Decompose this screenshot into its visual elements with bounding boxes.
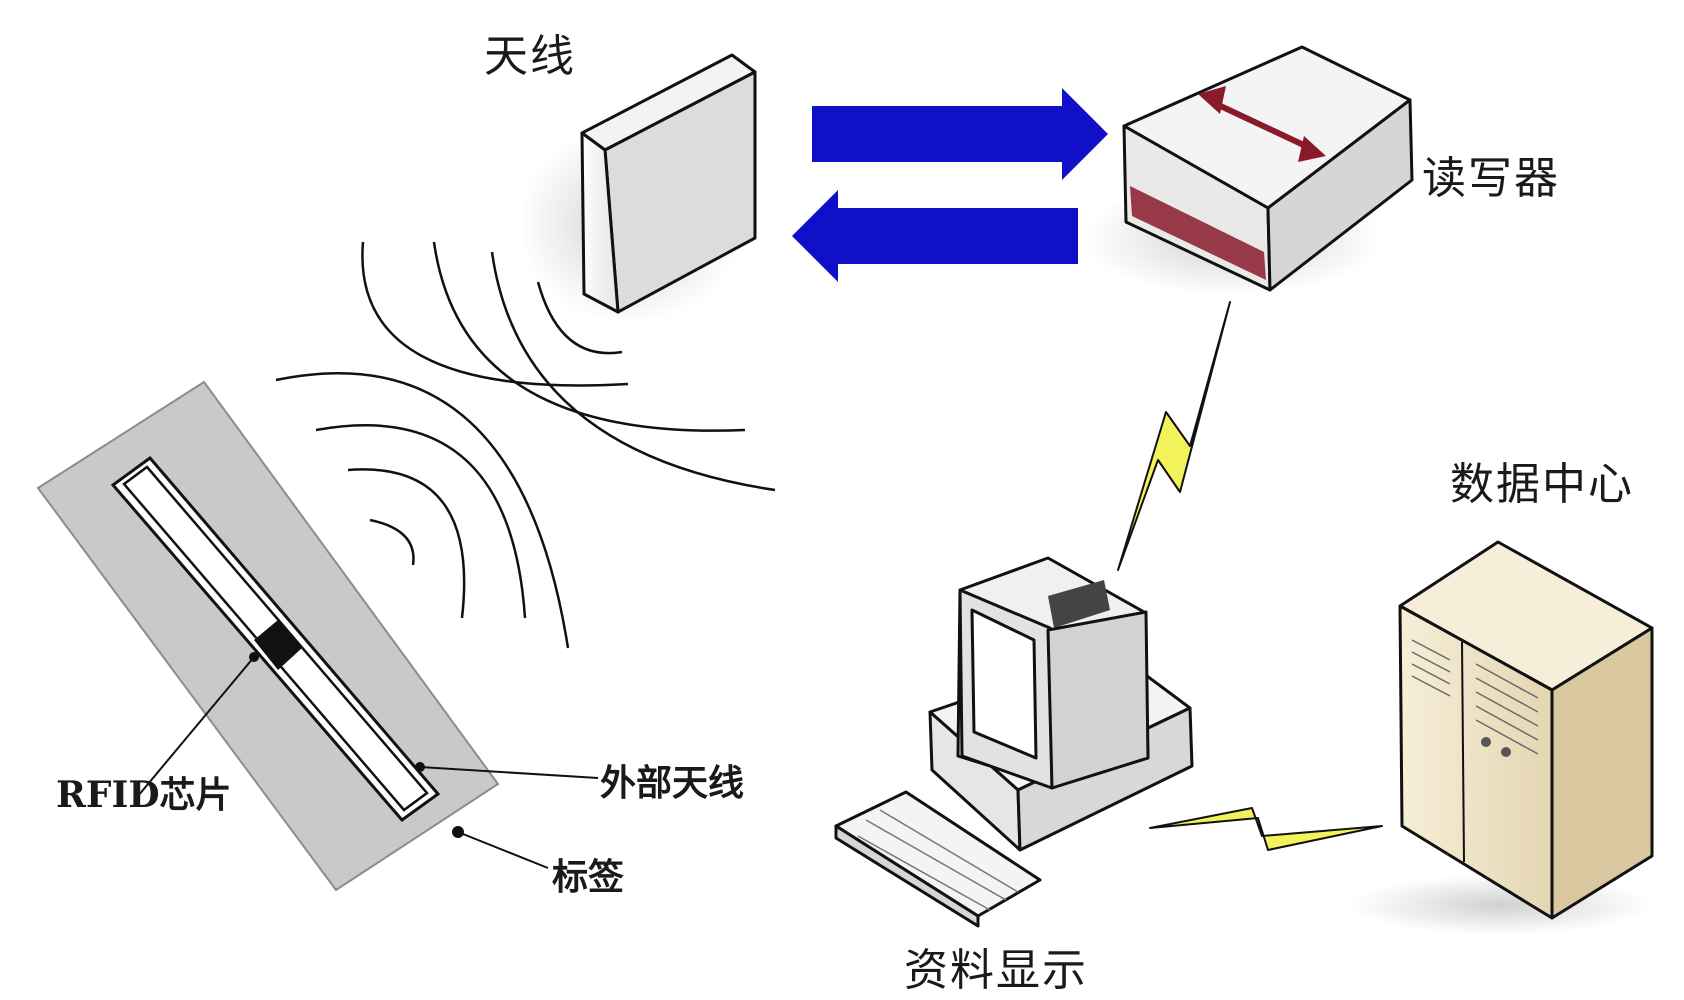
radio-waves	[275, 241, 776, 649]
reader-device	[1082, 45, 1414, 296]
antenna-label: 天线	[484, 31, 576, 82]
double-headed-arrow-icon	[1198, 86, 1326, 162]
chip-callout-line	[137, 656, 255, 797]
tag-label: 标签	[552, 856, 625, 898]
external-antenna-label: 外部天线	[600, 762, 745, 804]
arrow-to-reader	[812, 88, 1108, 180]
data-center-server	[1350, 540, 1654, 935]
data-center-label: 数据中心	[1450, 459, 1634, 510]
wireless-link-computer-server	[1149, 807, 1383, 851]
reader-port-strip	[1130, 186, 1266, 280]
rfid-tag	[36, 380, 500, 892]
keyboard	[834, 790, 1042, 928]
rfid-chip	[254, 620, 302, 670]
antenna-callout-line	[419, 766, 599, 779]
display-label: 资料显示	[904, 945, 1088, 996]
rfid-chip-label: RFID芯片	[56, 774, 232, 816]
computer-terminal	[834, 556, 1194, 928]
antenna-device	[518, 53, 757, 325]
reader-label: 读写器	[1422, 153, 1560, 204]
arrow-to-antenna	[792, 190, 1078, 282]
wireless-link-reader-computer	[1117, 301, 1231, 571]
data-flow-arrows	[792, 88, 1108, 282]
tag-callout-line	[457, 831, 549, 869]
callout-lines	[137, 652, 599, 869]
